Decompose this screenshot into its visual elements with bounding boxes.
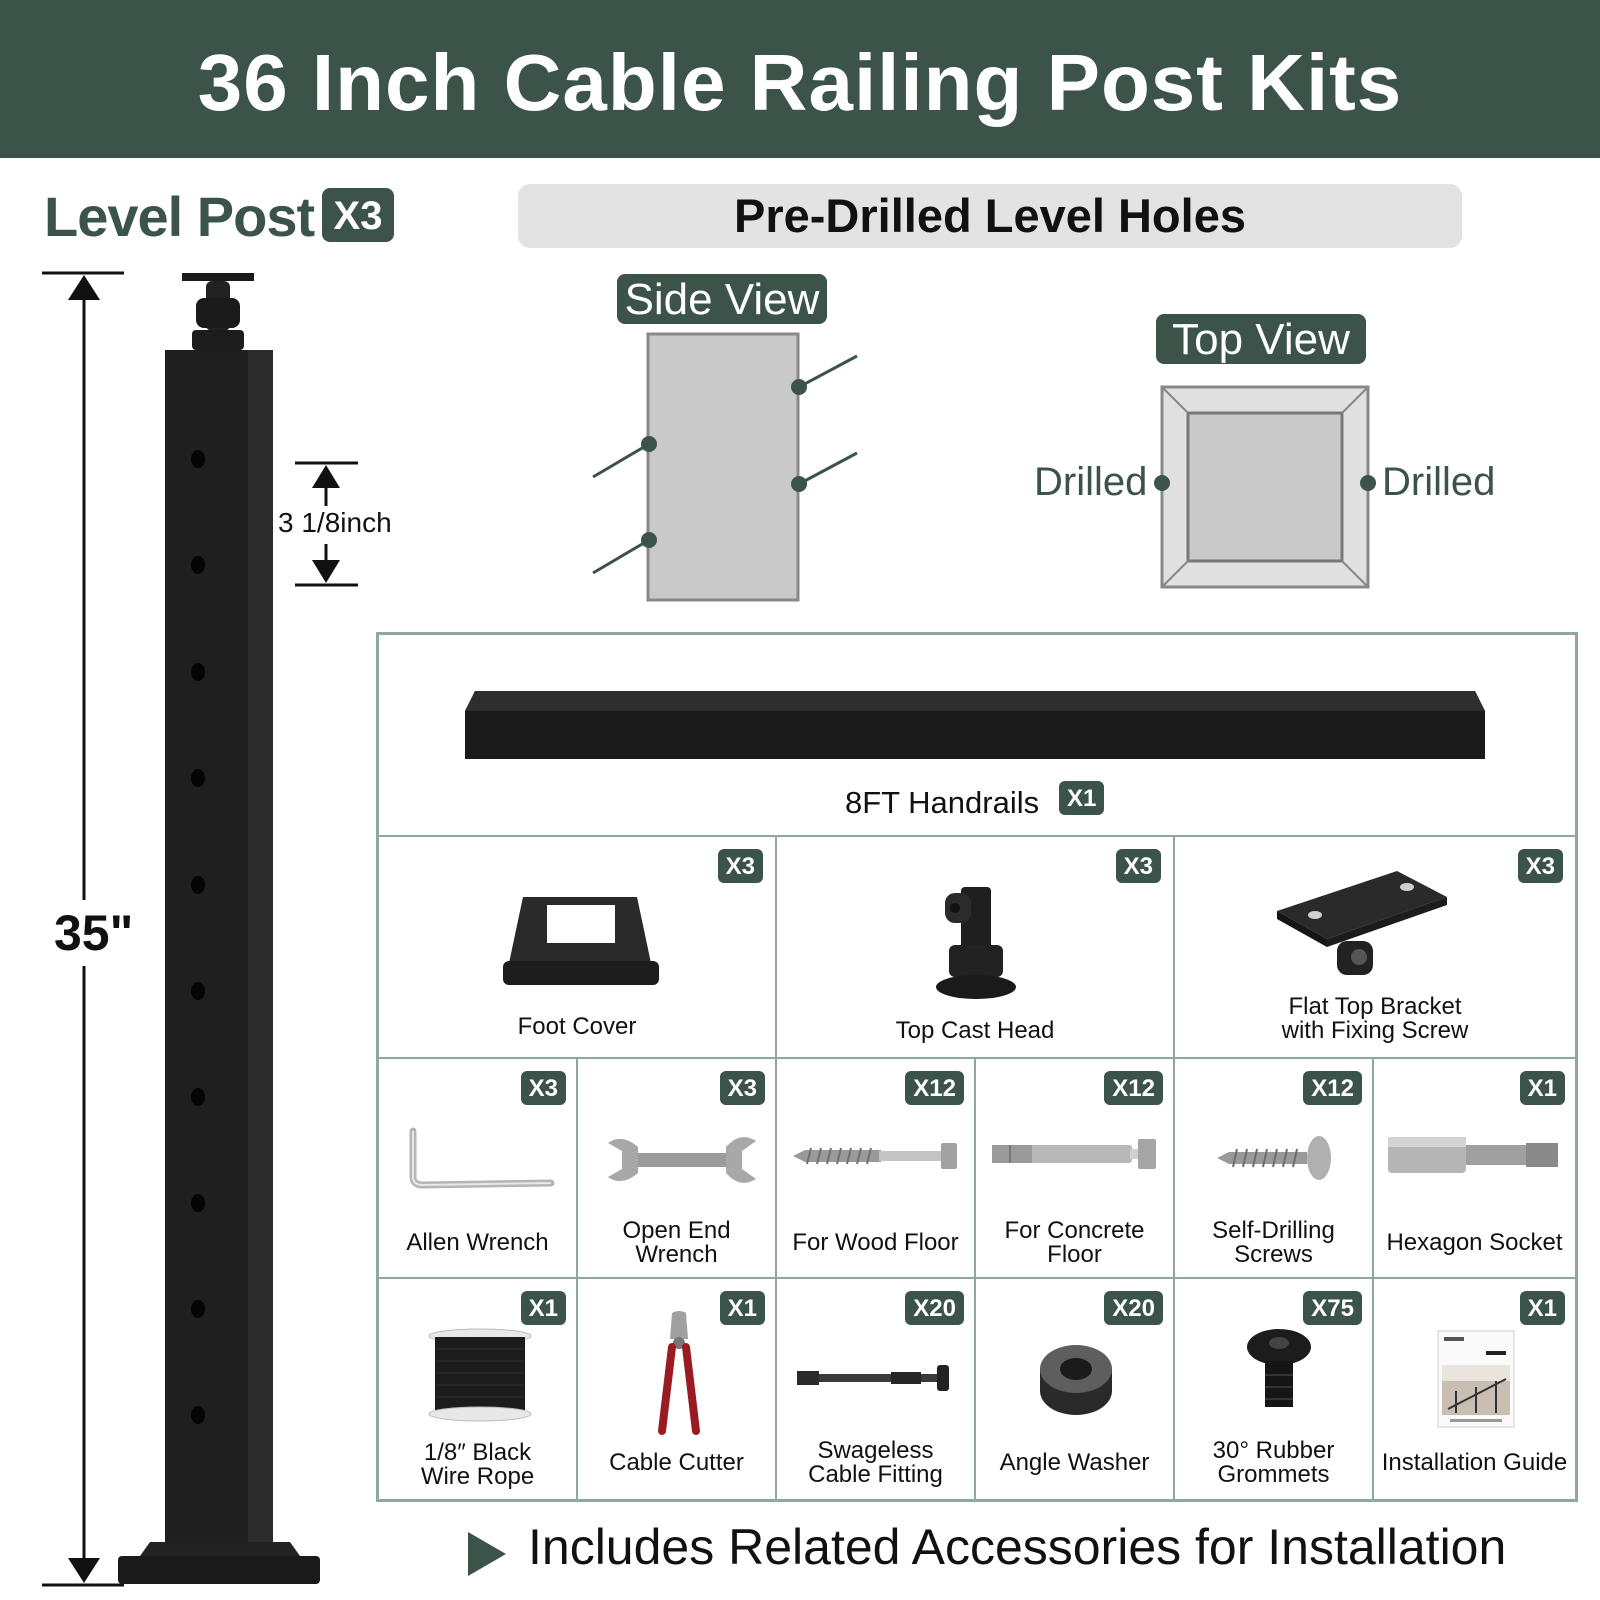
page-title: 36 Inch Cable Railing Post Kits <box>197 38 1403 127</box>
handrail-icon <box>465 691 1485 759</box>
item-label: Allen Wrench <box>406 1229 549 1256</box>
foot-cover-icon <box>503 897 659 985</box>
qty-badge: X20 <box>1104 1291 1163 1325</box>
item-open-end-wrench: X3 Open End Wrench <box>578 1059 777 1279</box>
item-angle-washer: X20 Angle Washer <box>976 1279 1175 1499</box>
qty-badge: X12 <box>1104 1071 1163 1105</box>
post-height-label: 35" <box>54 900 134 966</box>
rubber-grommet-icon <box>1247 1329 1311 1407</box>
angle-washer-icon <box>1040 1345 1112 1415</box>
arrow-down-icon <box>68 1558 100 1583</box>
item-installation-guide: X1 Installation Guide <box>1374 1279 1575 1499</box>
item-label: Installation Guide <box>1381 1449 1568 1476</box>
hole-spacing-label: 3 1/8inch <box>278 507 392 538</box>
qty-badge: X12 <box>905 1071 964 1105</box>
side-view-diagram <box>592 332 858 602</box>
level-post-illustration <box>42 271 358 1587</box>
post-title: Level Post <box>44 185 315 248</box>
self-drilling-screw-icon <box>1217 1136 1331 1180</box>
qty-badge: X20 <box>905 1291 964 1325</box>
wood-screw-icon <box>793 1143 957 1169</box>
item-flat-top-bracket: X3 Flat Top Bracket with Fixing Screw <box>1175 837 1575 1059</box>
side-view-tag: Side View <box>617 274 827 324</box>
qty-badge: X1 <box>1519 1291 1565 1325</box>
open-end-wrench-icon <box>608 1137 756 1183</box>
holes-banner: Pre-Drilled Level Holes <box>518 184 1462 248</box>
qty-badge: X75 <box>1303 1291 1362 1325</box>
handrail-qty-badge: X1 <box>1059 781 1105 815</box>
top-cast-head-icon <box>936 887 1016 999</box>
item-allen-wrench: X3 Allen Wrench <box>379 1059 578 1279</box>
item-wire-rope: X1 1/8″ Black Wire Rope <box>379 1279 578 1499</box>
item-label: Self-Drilling Screws <box>1212 1217 1335 1268</box>
item-label: 30° Rubber Grommets <box>1212 1437 1335 1488</box>
handrail-label: 8FT Handrails <box>845 785 1040 820</box>
item-label: Flat Top Bracket with Fixing Screw <box>1281 993 1469 1044</box>
arrow-up-icon <box>68 275 100 300</box>
item-label: For Concrete Floor <box>1004 1217 1145 1268</box>
qty-badge: X3 <box>719 1071 765 1105</box>
top-view-tag: Top View <box>1156 314 1366 364</box>
qty-badge: X3 <box>717 849 763 883</box>
anchor-bolt-icon <box>992 1139 1156 1169</box>
post-qty-badge: X3 <box>322 188 394 242</box>
item-self-drilling-screw: X12 Self-Drilling Screws <box>1175 1059 1374 1279</box>
item-label: Foot Cover <box>517 1013 637 1040</box>
installation-guide-icon <box>1437 1330 1515 1428</box>
hexagon-socket-icon <box>1388 1137 1558 1173</box>
item-wood-floor-screw: X12 For Wood Floor <box>777 1059 976 1279</box>
qty-badge: X1 <box>1519 1071 1565 1105</box>
flat-top-bracket-icon <box>1277 871 1447 975</box>
kit-contents-panel: 8FT Handrails X1 X3 Foot Cover X3 Top Ca… <box>376 632 1578 1502</box>
drilled-left-label: Drilled <box>1034 460 1148 504</box>
allen-wrench-icon <box>409 1127 555 1189</box>
item-label: Hexagon Socket <box>1386 1229 1563 1256</box>
wire-rope-icon <box>428 1328 532 1422</box>
item-label: Cable Cutter <box>609 1449 744 1476</box>
item-cable-cutter: X1 Cable Cutter <box>578 1279 777 1499</box>
item-foot-cover: X3 Foot Cover <box>379 837 777 1059</box>
item-concrete-anchor: X12 For Concrete Floor <box>976 1059 1175 1279</box>
qty-badge: X3 <box>1517 849 1563 883</box>
qty-badge: X12 <box>1303 1071 1362 1105</box>
item-label: 1/8″ Black Wire Rope <box>420 1439 535 1490</box>
footer-text: Includes Related Accessories for Install… <box>528 1519 1507 1575</box>
drilled-right-label: Drilled <box>1382 460 1496 504</box>
item-label: Open End Wrench <box>622 1217 731 1268</box>
item-label: Top Cast Head <box>895 1017 1055 1044</box>
qty-badge: X1 <box>719 1291 765 1325</box>
item-cable-fitting: X20 Swageless Cable Fitting <box>777 1279 976 1499</box>
item-label: Swageless Cable Fitting <box>808 1437 943 1488</box>
qty-badge: X1 <box>520 1291 566 1325</box>
cable-fitting-icon <box>797 1365 949 1391</box>
cable-cutter-icon <box>658 1311 700 1435</box>
item-label: For Wood Floor <box>792 1229 959 1256</box>
top-view-diagram <box>1154 385 1376 589</box>
header-bar <box>0 0 1600 158</box>
qty-badge: X3 <box>520 1071 566 1105</box>
handrail-cell: 8FT Handrails X1 <box>379 635 1575 837</box>
qty-badge: X3 <box>1115 849 1161 883</box>
item-hexagon-socket: X1 Hexagon Socket <box>1374 1059 1575 1279</box>
item-top-cast-head: X3 Top Cast Head <box>777 837 1175 1059</box>
item-label: Angle Washer <box>999 1449 1150 1476</box>
play-triangle-icon <box>468 1532 506 1576</box>
item-rubber-grommet: X75 30° Rubber Grommets <box>1175 1279 1374 1499</box>
